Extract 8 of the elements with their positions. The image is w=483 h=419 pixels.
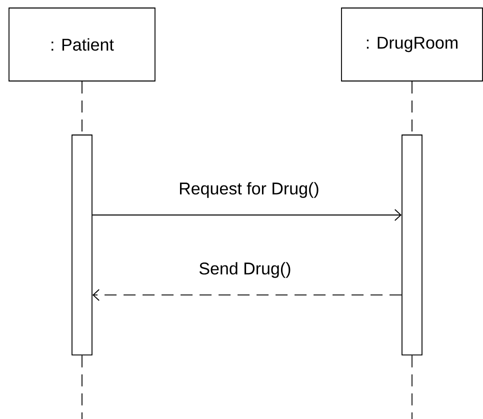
message-arrow (92, 289, 402, 301)
message-label: Request for Drug() (178, 181, 320, 199)
lifeline-box: : Patient (8, 8, 156, 82)
message-label: Send Drug() (198, 261, 292, 279)
message-arrow (92, 209, 402, 221)
activation-bar (402, 134, 422, 356)
lifeline-box: : DrugRoom (341, 8, 483, 82)
activation-bar (72, 134, 92, 356)
